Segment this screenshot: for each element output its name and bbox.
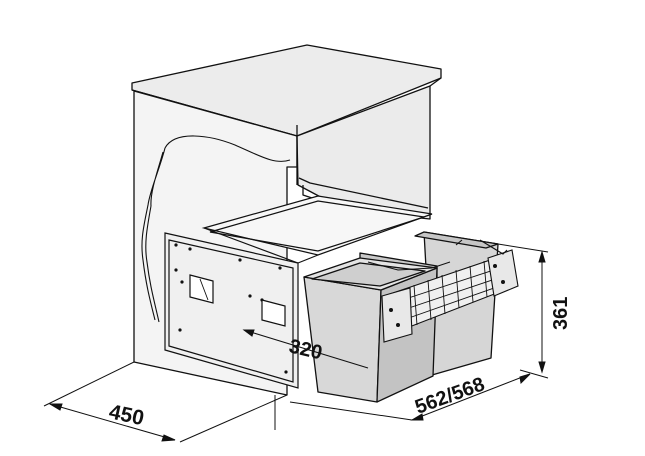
bracket-left bbox=[189, 274, 214, 304]
drain-hose bbox=[141, 135, 291, 321]
rack bbox=[367, 239, 519, 343]
rack-end-right bbox=[487, 249, 519, 297]
rack-end-left bbox=[381, 287, 413, 343]
bin-front bbox=[303, 276, 382, 403]
dim-label-width: 450 bbox=[107, 400, 146, 430]
dimension-lines bbox=[43, 243, 549, 443]
mount-holes bbox=[174, 243, 288, 374]
front-panel bbox=[164, 232, 299, 389]
dim-line-width bbox=[49, 403, 176, 441]
dim-label-height: 361 bbox=[550, 297, 572, 330]
dim-line-depth bbox=[411, 373, 531, 421]
pullout-lid bbox=[201, 195, 433, 256]
dim-line-inner bbox=[243, 329, 369, 369]
bracket-right bbox=[261, 299, 286, 327]
pullout-frame bbox=[164, 195, 433, 389]
